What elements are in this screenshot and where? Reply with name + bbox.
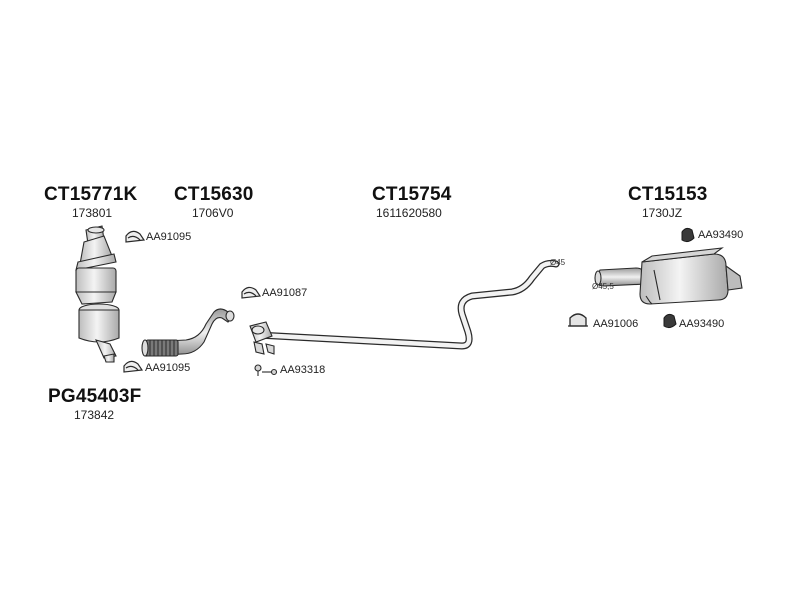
part-ref-cat2: 173842 bbox=[74, 408, 115, 422]
accessory-label-clamp-rear: AA91006 bbox=[593, 318, 639, 330]
accessory-label-rubber-bottom: AA93490 bbox=[679, 318, 725, 330]
rear-silencer bbox=[594, 247, 743, 305]
accessory-label-clamp-bottom: AA91095 bbox=[145, 362, 191, 374]
part-code-cat1: CT15771K bbox=[44, 184, 138, 205]
accessory-label-clamp-top: AA91095 bbox=[146, 231, 192, 243]
bolt-kit-icon bbox=[254, 364, 278, 376]
part-ref-rear: 1730JZ bbox=[642, 206, 683, 220]
rubber-mount-icon bbox=[663, 313, 677, 329]
middle-pipe bbox=[249, 259, 560, 355]
accessory-label-rubber-top: AA93490 bbox=[698, 229, 744, 241]
accessory-label-bolt-kit: AA93318 bbox=[280, 364, 326, 376]
part-ref-cat1: 173801 bbox=[72, 206, 113, 220]
u-clamp-icon bbox=[568, 313, 588, 327]
clamp-icon bbox=[241, 286, 262, 299]
accessory-label-clamp-flex: AA91087 bbox=[262, 287, 308, 299]
part-code-rear: CT15153 bbox=[628, 184, 708, 205]
clamp-icon bbox=[123, 360, 144, 373]
part-code-mid: CT15754 bbox=[372, 184, 452, 205]
part-code-cat2: PG45403F bbox=[48, 386, 142, 407]
part-ref-mid: 1611620580 bbox=[376, 206, 442, 220]
rubber-mount-icon bbox=[681, 227, 695, 243]
dimension-label-rear: Ø45,5 bbox=[592, 282, 614, 291]
catalytic-converter-top bbox=[75, 225, 117, 305]
flexible-front-pipe bbox=[141, 308, 235, 357]
dimension-label-mid: Ø45 bbox=[550, 258, 566, 267]
catalytic-converter-bottom bbox=[78, 303, 120, 363]
part-ref-flex: 1706V0 bbox=[192, 206, 234, 220]
part-code-flex: CT15630 bbox=[174, 184, 254, 205]
clamp-icon bbox=[125, 230, 146, 243]
